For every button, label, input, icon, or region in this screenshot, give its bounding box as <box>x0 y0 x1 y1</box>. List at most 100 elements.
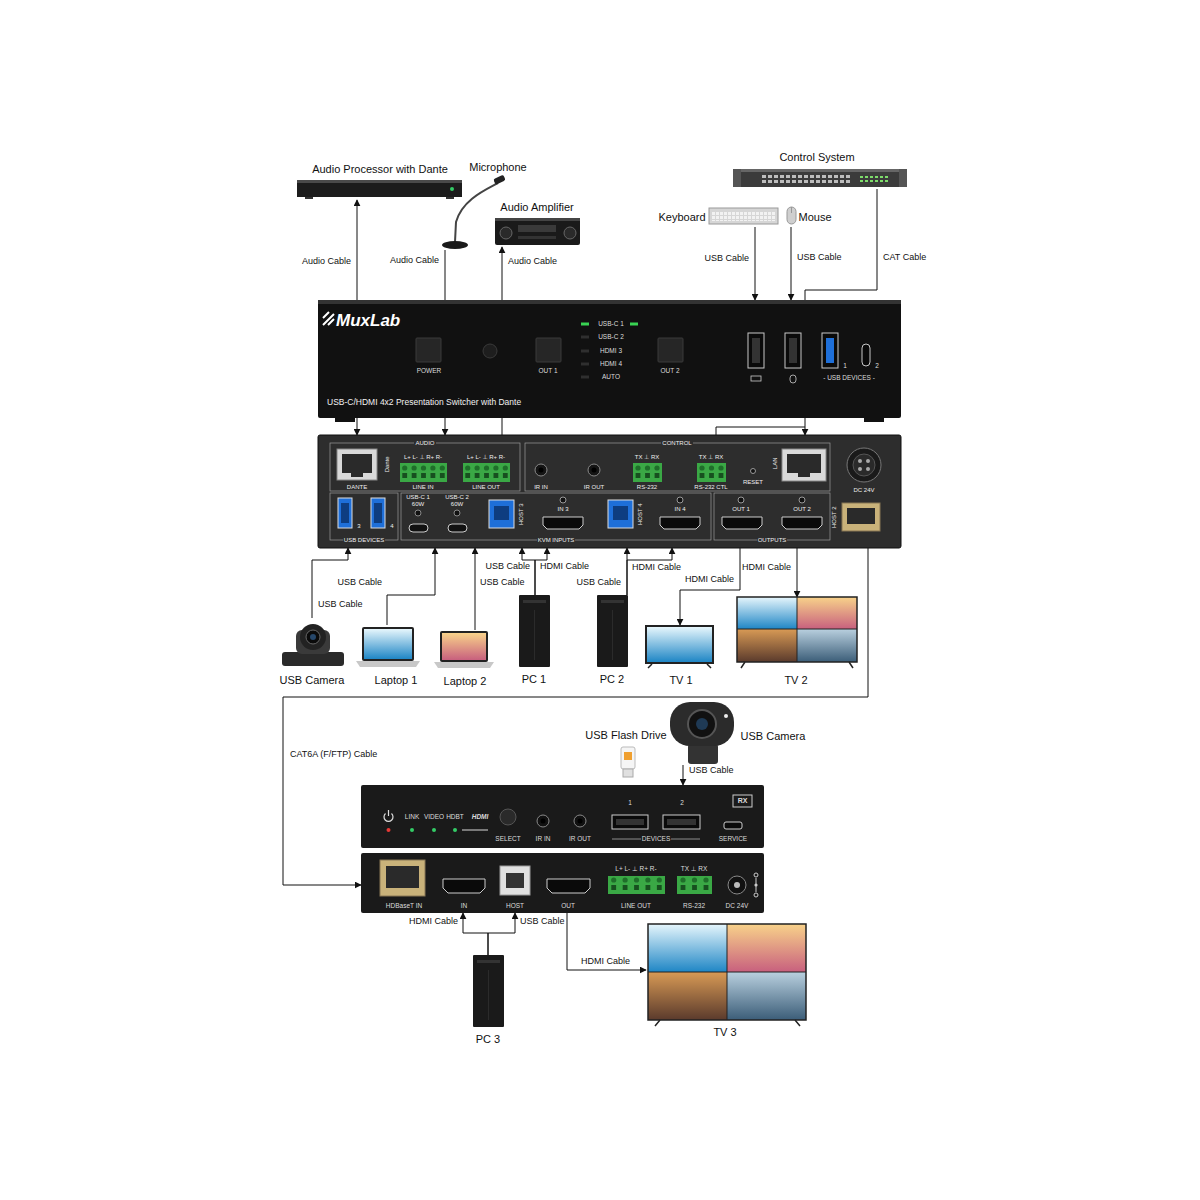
webcam-icon <box>688 710 716 738</box>
tv-wall-icon <box>648 924 806 1020</box>
port-label: OUT 1 <box>731 506 751 513</box>
cable-label: USB Cable <box>796 253 843 263</box>
switcher-front-panel-body <box>318 300 901 422</box>
usb-webcam: USB Camera <box>669 700 810 765</box>
port-label: L+ L- ⊥ R+ R- <box>614 865 657 872</box>
panel-label: HDMI 4 <box>599 360 623 367</box>
device-label: Audio Processor with Dante <box>311 163 449 175</box>
device-label: Laptop 2 <box>443 675 488 687</box>
audio-processor-icon <box>297 180 462 197</box>
switcher-rear-panel-body <box>503 465 508 478</box>
cable-label: Audio Cable <box>389 256 440 266</box>
control-system: Control System <box>731 149 909 189</box>
receiver-rear-panel-body <box>506 873 524 888</box>
device-label: USB Camera <box>279 674 346 686</box>
cable-label: USB Cable <box>484 562 531 572</box>
receiver-rear-panel-body <box>623 877 628 890</box>
port-label: IR OUT <box>583 484 605 491</box>
switcher-front-panel-body <box>416 338 441 362</box>
laptop-icon <box>364 629 412 659</box>
cable-label: HDMI Cable <box>539 562 590 572</box>
port-label: AUDIO <box>414 440 435 447</box>
tv-wall: TV 3 <box>646 922 808 1039</box>
switcher-front-panel-body <box>483 344 497 358</box>
port-label: DC 24V <box>725 902 750 909</box>
tv-wall-icon <box>648 972 727 1020</box>
panel-label: HDMI 3 <box>599 347 623 354</box>
usb-flash-drive-icon <box>621 747 635 769</box>
tv-wall-icon <box>797 597 857 629</box>
switcher-rear-panel-body <box>738 497 744 503</box>
receiver-rear-panel-body <box>361 853 764 913</box>
ptz-camera-icon <box>300 624 326 650</box>
receiver-rear-panel-body <box>443 879 485 893</box>
switcher-rear-panel: AUDIOCONTROLDanteDANTEL+ L- ⊥ R+ R-LINE … <box>318 435 901 548</box>
receiver-rear-panel-body <box>657 877 662 890</box>
tv-wall-icon <box>737 597 857 662</box>
receiver-rear-panel-body <box>692 877 697 890</box>
receiver-rear-panel-body <box>754 893 758 897</box>
audio-amplifier-icon <box>500 227 512 239</box>
port-label: L+ L- ⊥ R+ R- <box>466 454 506 461</box>
panel-label: IR OUT <box>568 835 592 842</box>
switcher-rear-panel-body <box>330 443 830 540</box>
switcher-rear-panel-body <box>330 443 520 491</box>
tv-wall-icon <box>727 924 806 972</box>
panel-label: RX <box>737 797 749 805</box>
pc-tower-icon <box>597 595 628 667</box>
device-label: Mouse <box>797 211 832 223</box>
control-system-icon <box>733 169 907 187</box>
cable-label: CAT Cable <box>882 253 927 263</box>
switcher-rear-panel-body <box>535 464 547 476</box>
microphone-icon <box>442 241 468 249</box>
switcher-rear-panel-body <box>633 463 662 482</box>
audio-amplifier-icon <box>495 218 580 245</box>
switcher-rear-panel-body <box>337 449 377 480</box>
switcher-rear-panel-body <box>645 465 650 478</box>
laptop-icon <box>442 633 486 660</box>
receiver-front-panel-body <box>410 828 414 832</box>
switcher-front-panel-body <box>318 300 901 418</box>
control-system-icon <box>858 175 888 183</box>
receiver-front-panel-body <box>574 815 586 827</box>
cable-label: HDMI Cable <box>408 917 459 927</box>
keyboard: Keyboard <box>655 205 781 227</box>
cable-label: USB Cable <box>703 254 750 264</box>
keyboard-icon <box>709 208 778 224</box>
switcher-front-panel-body <box>630 323 638 326</box>
usb-flash-drive-icon <box>624 752 632 760</box>
cable-label: HDMI Cable <box>741 563 792 573</box>
tv-wall-icon <box>648 924 806 1020</box>
audio-processor-icon <box>297 180 462 183</box>
panel-label: USB-C 2 <box>597 333 625 340</box>
ptz-camera-icon <box>306 630 320 644</box>
mouse-icon <box>787 207 796 224</box>
switcher-rear-panel-body <box>489 500 514 528</box>
switcher-rear-panel-body <box>787 454 821 473</box>
receiver-rear-panel-body <box>611 877 616 890</box>
microphone-icon <box>455 183 498 242</box>
switcher-front-panel-body <box>658 338 683 362</box>
receiver-front-panel-body <box>663 815 700 829</box>
tv-wall-icon <box>727 972 806 1020</box>
audio-processor-icon <box>305 197 313 199</box>
switcher-rear-panel-body <box>853 454 875 476</box>
port-label: Dante <box>384 455 391 473</box>
control-system-icon <box>733 169 907 187</box>
receiver-front-panel-body <box>462 829 488 830</box>
switcher-rear-panel-body <box>463 463 510 482</box>
pc-tower: PC 3 <box>470 955 507 1047</box>
panel-label: - USB DEVICES - <box>822 374 876 381</box>
audio-processor-icon <box>450 187 454 191</box>
audio-amplifier-icon <box>564 227 576 239</box>
switcher-rear-panel-body <box>654 465 659 478</box>
port-label: LINE IN <box>411 484 434 491</box>
laptop: Laptop 2 <box>434 630 494 688</box>
switcher-rear-panel-body <box>714 493 830 540</box>
cable-label: HDMI Cable <box>631 563 682 573</box>
port-label: IN 3 <box>556 506 569 513</box>
receiver-rear-panel: HDBaseT ININHOSTOUTL+ L- ⊥ R+ R-LINE OUT… <box>361 853 764 913</box>
panel-label: OUT 2 <box>659 367 680 374</box>
port-label: IR IN <box>533 484 549 491</box>
